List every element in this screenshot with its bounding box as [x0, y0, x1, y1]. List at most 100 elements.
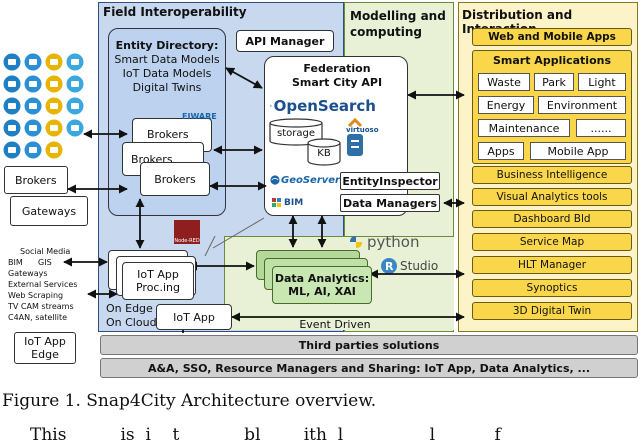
iot-app-cloud-label: IoT App	[173, 310, 215, 324]
business-intelligence-box: Business Intelligence	[472, 166, 632, 184]
visual-analytics-label: Visual Analytics tools	[496, 191, 608, 203]
source-gateways: Gateways	[8, 269, 48, 278]
bolt-icon	[66, 97, 84, 115]
data-managers-box: Data Managers	[340, 194, 440, 212]
visual-analytics-box: Visual Analytics tools	[472, 188, 632, 206]
smart-data-models-label: Smart Data Models	[114, 53, 220, 66]
kb-cylinder	[306, 138, 342, 166]
api-manager-label: API Manager	[245, 34, 325, 48]
hlt-manager-box: HLT Manager	[472, 256, 632, 274]
left-brokers-box: Brokers	[4, 166, 68, 194]
more-apps-label: ......	[590, 121, 612, 135]
entity-inspector-box: EntityInspector	[340, 172, 440, 190]
opensearch-logo: OpenSearch	[270, 96, 376, 116]
bim-icon	[272, 198, 281, 207]
sensor-icon	[24, 53, 42, 71]
web-mobile-apps-label: Web and Mobile Apps	[488, 31, 616, 43]
ml-ai-xai-label: ML, AI, XAI	[288, 285, 356, 298]
field-interoperability-title: Field Interoperability	[103, 5, 247, 19]
fiware-logo: FIWARE	[182, 112, 217, 121]
third-parties-label: Third parties solutions	[298, 338, 440, 352]
iot-data-models-label: IoT Data Models	[122, 67, 212, 80]
source-bim-gis: BIM GIS	[8, 258, 52, 267]
device-icons-svg	[3, 53, 84, 159]
iot-app-edge-label: IoT App	[24, 335, 66, 348]
apps-box: Apps	[478, 142, 524, 160]
waste-icon	[66, 53, 84, 71]
brokers-stack-front: Brokers	[140, 162, 210, 196]
svg-text:R: R	[385, 260, 394, 273]
opensearch-label: OpenSearch	[273, 97, 376, 115]
web-mobile-apps-box: Web and Mobile Apps	[472, 28, 632, 46]
python-label: python	[367, 233, 420, 251]
brokers-front-label: Brokers	[154, 172, 196, 186]
environment-box: Environment	[538, 96, 626, 114]
nodered-label: Node-RED	[174, 238, 200, 244]
light-box: Light	[578, 73, 626, 91]
bim-label: BIM	[284, 198, 304, 208]
edge-label: Edge	[31, 348, 59, 361]
waste-box: Waste	[478, 73, 530, 91]
dashboard-bld-box: Dashboard Bld	[472, 210, 632, 228]
synoptics-box: Synoptics	[472, 279, 632, 297]
apps-label: Apps	[487, 144, 515, 158]
left-gateways-box: Gateways	[10, 196, 88, 226]
smart-city-api-label: Smart City API	[291, 76, 383, 89]
data-analytics-label: Data Analytics:	[274, 272, 370, 285]
source-social-media: Social Media	[20, 247, 71, 256]
rstudio-label: Studio	[400, 259, 439, 273]
federation-label: Federation	[303, 62, 371, 75]
opensearch-icon	[270, 105, 272, 107]
figure-caption: Figure 1. Snap4City Architecture overvie…	[2, 391, 377, 411]
wind-turbine-icon	[3, 53, 21, 71]
rstudio-logo: R Studio	[380, 256, 444, 276]
environment-label: Environment	[546, 98, 618, 112]
geoserver-icon	[270, 175, 280, 185]
more-apps-box: ......	[576, 119, 626, 137]
mobile-app-box: Mobile App	[530, 142, 626, 160]
body-text-fragment: This is i t bl ith l l f	[30, 425, 501, 445]
storage-icon	[269, 118, 323, 146]
entity-inspector-label: EntityInspector	[342, 174, 438, 188]
third-parties-bar: Third parties solutions	[100, 335, 638, 355]
brokers-back-label: Brokers	[147, 128, 189, 141]
camera-icon	[3, 97, 21, 115]
source-tv-cam: TV CAM streams	[8, 302, 74, 311]
entity-directory-text: Entity Directory: Smart Data Models IoT …	[108, 36, 226, 98]
iot-app-label: IoT App	[137, 268, 179, 281]
dashboard-bld-label: Dashboard Bld	[513, 213, 591, 225]
python-icon	[350, 236, 362, 248]
geoserver-logo: GeoServer	[270, 172, 340, 188]
kb-icon	[307, 138, 341, 166]
waste-label: Waste	[487, 75, 521, 89]
maintenance-label: Maintenance	[488, 121, 560, 135]
source-satellite: C4AN, satellite	[8, 313, 68, 322]
maintenance-box: Maintenance	[478, 119, 570, 137]
car-icon	[45, 53, 63, 71]
virtuoso-label: virtuoso	[346, 126, 379, 134]
data-managers-label: Data Managers	[343, 196, 437, 210]
iot-app-edge-box: IoT App Edge	[14, 332, 76, 364]
proc-ing-label: Proc.ing	[135, 281, 180, 294]
on-edge-label: On Edge	[106, 302, 153, 315]
energy-box: Energy	[478, 96, 534, 114]
aa-sso-bar: A&A, SSO, Resource Managers and Sharing:…	[100, 358, 638, 378]
kb-label: KB	[317, 147, 331, 159]
digital-twins-label: Digital Twins	[132, 81, 202, 94]
modelling-title-line: Modelling and computing	[350, 9, 446, 39]
event-driven-label: Event Driven	[299, 318, 371, 331]
left-brokers-label: Brokers	[15, 174, 57, 187]
api-manager-box: API Manager	[236, 30, 334, 52]
signal-icon	[24, 75, 42, 93]
aa-sso-label: A&A, SSO, Resource Managers and Sharing:…	[147, 361, 591, 375]
distribution-title: Distribution and Interaction	[462, 8, 573, 36]
bim-logo: BIM	[272, 196, 332, 210]
traffic-light-icon	[3, 75, 21, 93]
digital-twin-box: 3D Digital Twin	[472, 302, 632, 320]
left-gateways-label: Gateways	[21, 204, 77, 218]
car-icon	[45, 141, 63, 159]
data-sources-list: Social Media BIM GIS Gateways External S…	[8, 246, 98, 330]
virtuoso-icon	[347, 117, 363, 156]
iot-app-box: IoT App	[156, 304, 232, 330]
source-external-services: External Services	[8, 280, 78, 289]
